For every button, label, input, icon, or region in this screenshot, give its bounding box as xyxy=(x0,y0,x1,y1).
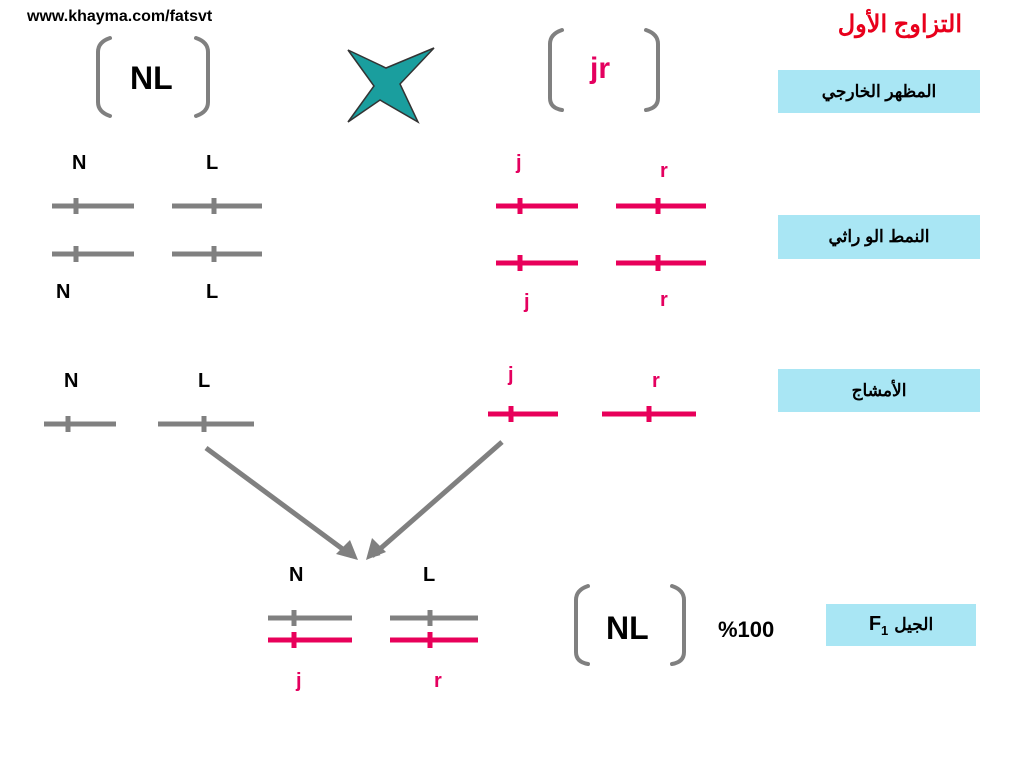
page-title: التزاوج الأول xyxy=(837,11,962,38)
f1-allele-top-1: N xyxy=(289,564,304,586)
parent2-brackets xyxy=(548,28,660,112)
parent2-allele-bottom-2: r xyxy=(660,289,668,311)
label-genotype: النمط الو راثي xyxy=(778,215,980,259)
parent1-allele-bottom-2: L xyxy=(206,281,219,303)
label-gametes: الأمشاج xyxy=(778,369,980,412)
f1-allele-top-2: L xyxy=(423,564,436,586)
f1-allele-bottom-2: r xyxy=(434,670,442,692)
parent2-gamete-2-label: r xyxy=(652,370,660,392)
f1-brackets xyxy=(574,584,686,666)
arrowhead-right-icon xyxy=(366,538,386,560)
website-url: www.khayma.com/fatsvt xyxy=(27,8,213,25)
parent1-gamete-2-label: L xyxy=(198,370,211,392)
parent2-gametes xyxy=(488,406,696,422)
parent2-allele-bottom-1: j xyxy=(524,291,530,313)
parent1-phenotype: NL xyxy=(130,60,173,96)
parent1-brackets xyxy=(96,36,210,118)
arrow-from-parent2 xyxy=(369,440,504,558)
parent2-allele-top-2: r xyxy=(660,160,668,182)
parent2-phenotype: jr xyxy=(590,52,611,85)
parent1-chromosomes xyxy=(52,203,262,257)
label-f1: F1 الجيل xyxy=(826,604,976,646)
arrow-from-parent1 xyxy=(204,445,355,559)
f1-generation-word: الجيل xyxy=(894,615,934,634)
parent2-chromosomes xyxy=(496,203,706,266)
f1-chromosomes xyxy=(268,610,478,648)
arrowhead-left-icon xyxy=(336,540,358,560)
parent2-left-bracket xyxy=(548,28,564,112)
parent1-left-bracket xyxy=(96,36,112,118)
parent1-loci xyxy=(73,198,217,262)
parent2-allele-top-1: j xyxy=(516,152,522,174)
f1-left-bracket xyxy=(574,584,590,666)
f1-percentage: %100 xyxy=(718,617,775,642)
f1-allele-bottom-1: j xyxy=(296,670,302,692)
parent1-allele-top-1: N xyxy=(72,152,87,174)
parent2-loci xyxy=(517,198,661,271)
f1-generation-symbol: F1 xyxy=(868,612,889,638)
parent1-allele-top-2: L xyxy=(206,152,219,174)
parent2-right-bracket xyxy=(644,28,660,112)
parent1-gametes xyxy=(44,416,254,432)
parent2-gamete-1-label: j xyxy=(508,364,514,386)
f1-right-bracket xyxy=(670,584,686,666)
label-phenotype: المظهر الخارجي xyxy=(778,70,980,113)
f1-phenotype: NL xyxy=(606,610,649,646)
cross-icon xyxy=(347,47,435,124)
parent1-gamete-1-label: N xyxy=(64,370,79,392)
fertilization-arrows xyxy=(204,440,504,559)
parent1-allele-bottom-1: N xyxy=(56,281,71,303)
parent1-right-bracket xyxy=(194,36,210,118)
